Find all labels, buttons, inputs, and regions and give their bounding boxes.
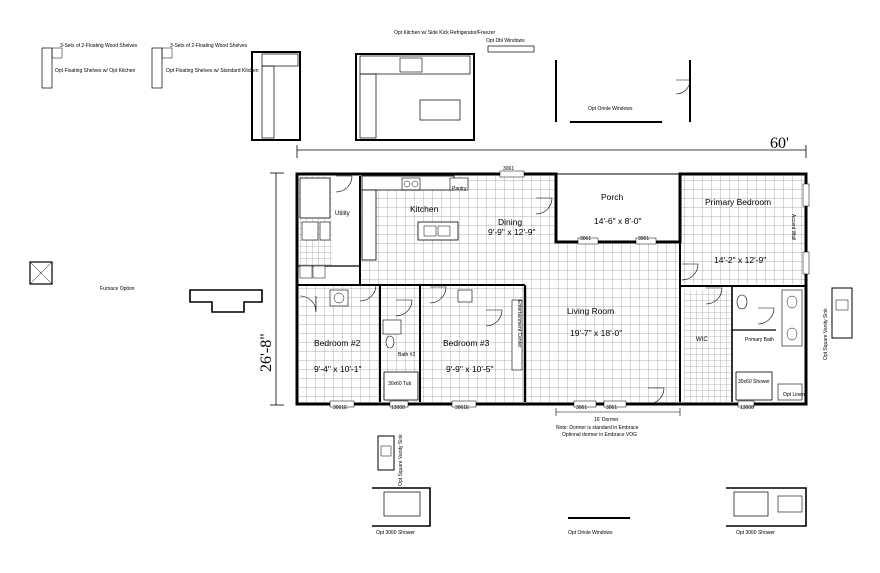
option-oriole-windows: Opt Oriole Windows — [555, 60, 691, 123]
option-dbl-windows: Opt Dbl Windows — [486, 38, 535, 53]
dining-size: 9'-9" x 12'-9" — [488, 227, 536, 237]
shower-label: 30x60 Shower — [738, 379, 770, 385]
primary-bath-label: Primary Bath — [745, 337, 774, 343]
width-label: 60' — [770, 135, 789, 152]
vanity-right-label: Opt Square Vanity Sink — [823, 308, 829, 360]
dormer-label: 16' Dormer — [594, 417, 619, 423]
window-porch-left: 3061 — [580, 236, 591, 242]
shelves-kitchen-label: Opt Floating Shelves w/ Opt Kitchen — [55, 68, 136, 74]
option-bump-out — [189, 289, 263, 313]
living-room-label: Living Room — [567, 306, 614, 316]
bedroom2-size: 9'-4" x 10'-1" — [314, 364, 362, 374]
accent-wall-label: Accent Wall — [790, 214, 796, 240]
furnace-label: Furnace Option — [100, 286, 135, 292]
window-top-kitchen: 3061 — [503, 166, 514, 172]
shower-right-label: Opt 3060 Shower — [736, 530, 775, 536]
option-shower-left: Opt 3060 Shower — [372, 487, 431, 536]
window-bottom-bed2: 3061E — [333, 405, 348, 411]
bedroom3-size: 9'-9" x 10'-5" — [446, 364, 494, 374]
porch-label: Porch — [601, 192, 623, 202]
option-shelves-kitchen: 3-Sets of 2-Floating Wood Shelves Opt Fl… — [41, 43, 138, 89]
bedroom2-label: Bedroom #2 — [314, 338, 361, 348]
shower-left-label: Opt 3060 Shower — [376, 530, 415, 536]
side-kick-label: Opt Kitchen w/ Side Kick Refrigerator/Fr… — [394, 30, 495, 36]
option-furnace: Furnace Option — [29, 261, 135, 292]
window-bottom-living1: 3061 — [576, 405, 587, 411]
tub-label: 30x60 Tub — [388, 381, 412, 387]
primary-bedroom-label: Primary Bedroom — [705, 197, 771, 207]
window-bottom-living2: 3061 — [606, 405, 617, 411]
bedroom3-label: Bedroom #3 — [443, 338, 490, 348]
shelves-std-label: Opt Floating Shelves w/ Standard Kitchen — [166, 68, 259, 74]
shelves-note-1: 3-Sets of 2-Floating Wood Shelves — [60, 43, 138, 49]
depth-dimension: 26'-8" — [258, 172, 284, 406]
window-bottom-bed3: 3061E — [455, 405, 470, 411]
dbl-windows-label: Opt Dbl Windows — [486, 38, 525, 44]
utility-label: Utility — [335, 211, 350, 217]
porch-size: 14'-6" x 8'-0" — [594, 216, 642, 226]
ent-center-label: Entertainment Center — [516, 300, 522, 348]
width-dimension: 60' — [296, 135, 807, 158]
house-outline — [295, 170, 810, 416]
living-room-size: 19'-7" x 18'-0" — [570, 328, 622, 338]
option-oriole-bottom: Opt Oriole Windows — [568, 517, 630, 536]
oriole-windows-label: Opt Oriole Windows — [588, 106, 633, 112]
linen-label: Opt Linen — [783, 392, 805, 398]
window-bottom-bath2: 13008 — [391, 405, 405, 411]
dining-label: Dining — [498, 217, 522, 227]
option-shelves-standard: 3-Sets of 2-Floating Wood Shelves Opt Fl… — [151, 43, 259, 89]
bath2-label: Bath #2 — [398, 352, 415, 358]
primary-bedroom-size: 14'-2" x 12'-9" — [714, 255, 766, 265]
window-porch-right: 3061 — [638, 236, 649, 242]
shelves-note-2: 3-Sets of 2-Floating Wood Shelves — [170, 43, 248, 49]
dormer-note-2: Optional dormer in Embrace VOG — [562, 432, 637, 438]
kitchen-label: Kitchen — [410, 204, 439, 214]
wic-label: WIC — [696, 337, 708, 343]
pantry-label: Pantry — [452, 186, 467, 192]
dormer-note-1: Note: Dormer is standard in Embrace — [556, 425, 639, 431]
depth-label: 26'-8" — [258, 333, 275, 372]
vanity-left-label: Opt Square Vanity Sink — [398, 434, 404, 486]
option-square-vanity-right: Opt Square Vanity Sink — [823, 287, 853, 360]
option-kitchen-sketch-left — [251, 51, 301, 141]
option-kitchen-side-kick: Opt Kitchen w/ Side Kick Refrigerator/Fr… — [355, 30, 495, 141]
option-square-vanity-left: Opt Square Vanity Sink — [377, 434, 404, 486]
window-bottom-pbath: 13008 — [740, 405, 754, 411]
oriole-bottom-label: Opt Oriole Windows — [568, 530, 613, 536]
option-shower-right: Opt 3060 Shower — [726, 487, 807, 536]
